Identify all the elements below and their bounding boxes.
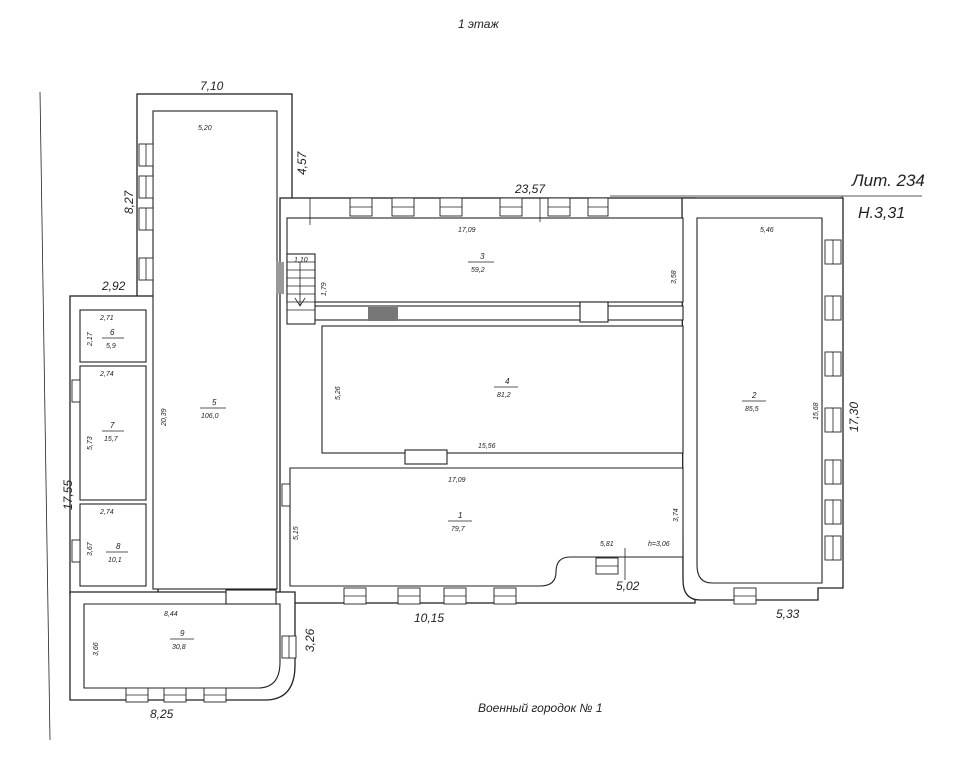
room-4: [321, 325, 684, 454]
room-9-dim-b: 3,66: [93, 642, 100, 656]
room-4-area: 81,2: [497, 392, 511, 399]
stairwell: [286, 253, 316, 325]
room-8-area: 10,1: [108, 557, 122, 564]
room-9: [83, 603, 281, 689]
room-7-number: 7: [110, 421, 115, 430]
room-5-dim-b: 20,39: [161, 408, 168, 427]
windows-bottom: [125, 557, 757, 703]
hatched-column: [368, 307, 398, 321]
dim-bottom-left: 8,25: [150, 707, 174, 721]
room-8-number: 8: [116, 542, 121, 551]
windows-top: [349, 197, 609, 217]
room-7-area: 15,7: [104, 436, 119, 443]
corridor: [309, 305, 684, 321]
windows-right: [824, 239, 842, 561]
room-3-area: 59,2: [471, 267, 485, 274]
room-4-dim-a: 5,26: [335, 386, 342, 400]
location-caption: Военный городок № 1: [478, 701, 603, 715]
room-5-number: 5: [212, 398, 217, 407]
room-3: [286, 217, 684, 303]
room-1-dim-d: 5,81: [600, 541, 614, 548]
room-1-area: 79,7: [451, 526, 466, 533]
room-2-dim-b: 15,68: [813, 402, 820, 420]
room-3-dim-a: 17,09: [458, 227, 476, 234]
room-2-dim-a: 5,46: [760, 227, 774, 234]
room-4-number: 4: [505, 377, 510, 386]
room-9-area: 30,8: [172, 644, 186, 651]
litera-height: Н.3,31: [858, 205, 905, 222]
room-6-dim-b: 2,17: [87, 331, 94, 347]
room-9-number: 9: [180, 629, 185, 638]
room-2-number: 2: [751, 391, 757, 400]
room-1-dim-c: 3,74: [673, 508, 680, 522]
dim-left-total: 17,55: [61, 480, 75, 510]
dim-left-upper: 8,27: [122, 189, 136, 214]
stair-hatch: [276, 262, 284, 294]
room-6: [79, 309, 147, 363]
room-9-door: [225, 589, 277, 605]
room-5-area: 106,0: [201, 413, 219, 420]
room-3-number: 3: [480, 252, 485, 261]
room-6-area: 5,9: [106, 343, 116, 350]
room-8-dim-b: 3,67: [87, 541, 94, 556]
dim-bottom-right: 5,33: [776, 607, 800, 621]
room-9-dim-a: 8,44: [164, 611, 178, 618]
room-1-height: h=3,06: [648, 541, 670, 548]
room-5: [152, 110, 278, 590]
room-1: [289, 467, 684, 587]
room-1-dim-b: 5,15: [293, 526, 300, 540]
dim-bottom-mid: 10,15: [414, 611, 444, 625]
room-8-dim-a: 2,74: [99, 509, 114, 516]
room-7-dim-a: 2,74: [99, 371, 114, 378]
room-2: [696, 217, 823, 584]
room-7-dim-b: 5,73: [87, 436, 94, 450]
room-4-dim-b: 15,56: [478, 443, 496, 450]
room-1-dim-a: 17,09: [448, 477, 466, 484]
litera-label: Лит. 234: [851, 171, 925, 190]
room-1-number: 1: [458, 511, 462, 520]
dim-lower-offset: 3,26: [303, 628, 317, 652]
room-6-dim-a: 2,71: [99, 315, 114, 322]
room-2-area: 85,5: [745, 406, 759, 413]
floor-title: 1 этаж: [458, 17, 499, 31]
dim-tower-offset: 4,57: [295, 150, 309, 175]
dim-right-total: 17,30: [847, 402, 861, 432]
room-8: [79, 503, 147, 587]
dim-bottom-bay: 5,02: [616, 579, 640, 593]
room-6-number: 6: [110, 328, 115, 337]
room-4-door: [404, 449, 448, 465]
room-3-dim-b: 3,58: [671, 270, 678, 284]
stair-dim-a: 1,10: [294, 257, 308, 264]
stair-dim-b: 1,79: [321, 282, 328, 296]
dim-top-main: 23,57: [514, 182, 546, 196]
windows-left: [71, 143, 297, 659]
room-5-dim-a: 5,20: [198, 125, 212, 132]
dim-left-step: 2,92: [101, 279, 126, 293]
corridor-door: [579, 301, 609, 323]
stair-steps: [287, 261, 315, 311]
reference-line: [39, 91, 51, 741]
room-7: [79, 365, 147, 501]
dim-top-left: 7,10: [200, 79, 224, 93]
